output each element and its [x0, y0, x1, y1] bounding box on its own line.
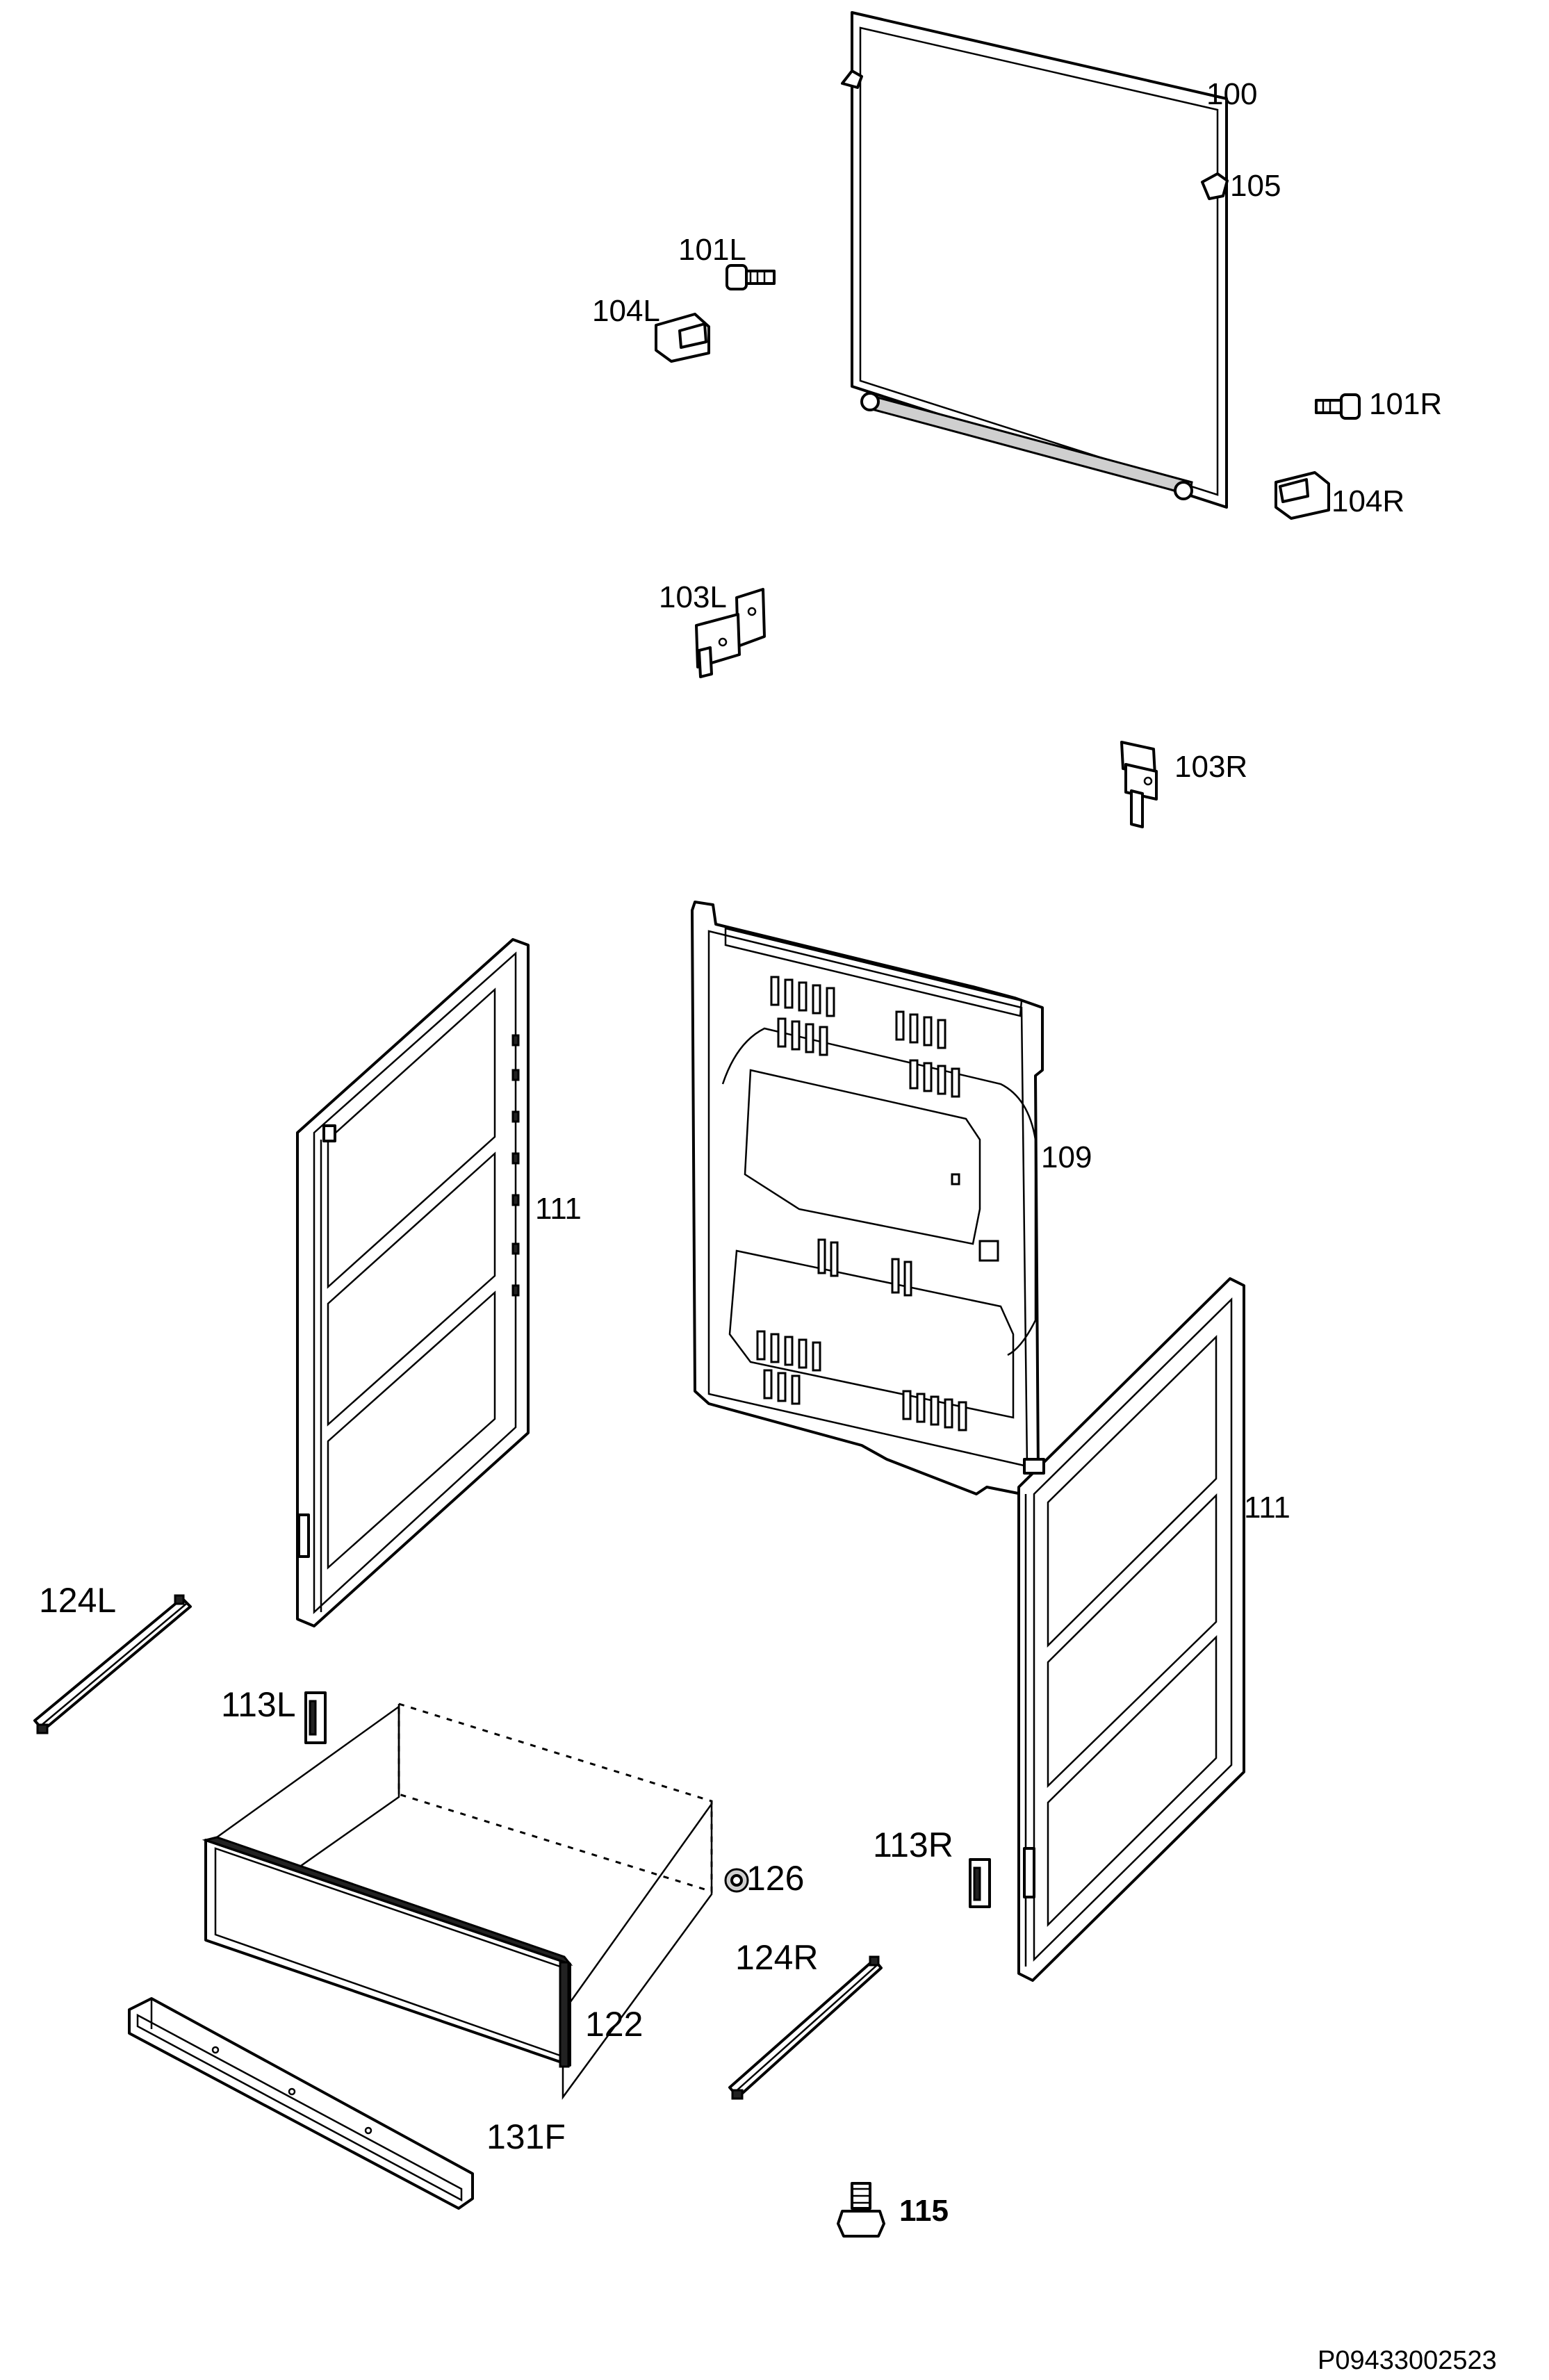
part-100-glass-panel	[841, 11, 1228, 509]
label-131F: 131F	[486, 2117, 566, 2156]
part-124L-drawer-runner	[33, 1594, 192, 1734]
diagram-reference-number: P09433002523	[1318, 2346, 1497, 2375]
label-105: 105	[1230, 169, 1281, 203]
label-104R: 104R	[1331, 484, 1405, 518]
back-panel-upper-vents	[770, 976, 960, 1098]
label-104L: 104L	[592, 294, 660, 328]
part-115-adjustable-foot	[837, 2182, 885, 2238]
label-109: 109	[1041, 1140, 1092, 1174]
part-109-back-panel	[691, 901, 1044, 1495]
label-113R: 113R	[873, 1825, 953, 1864]
part-111-left-side-panel	[296, 938, 530, 1627]
label-101R: 101R	[1369, 387, 1443, 421]
label-103L: 103L	[659, 580, 727, 614]
label-113L: 113L	[221, 1685, 296, 1724]
part-103L-bracket	[695, 588, 766, 678]
part-103R-bracket	[1120, 741, 1158, 828]
label-124L: 124L	[39, 1581, 117, 1620]
part-126-roller	[724, 1868, 749, 1893]
label-115: 115	[899, 2194, 949, 2228]
part-105-clip	[1201, 172, 1229, 200]
left-panel-holes	[511, 1034, 520, 1297]
label-111-right: 111	[1244, 1491, 1290, 1525]
label-103R: 103R	[1174, 750, 1248, 784]
label-101L: 101L	[678, 233, 746, 267]
part-104L-hinge-block	[655, 313, 710, 363]
part-101L-hinge-pin	[726, 264, 776, 290]
part-124R-drawer-runner	[728, 1955, 883, 2100]
part-122-drawer	[202, 1702, 713, 2100]
part-113R-guide	[969, 1858, 991, 1908]
part-101R-hinge-pin	[1315, 393, 1361, 420]
label-100: 100	[1206, 77, 1258, 111]
part-113L-guide	[304, 1691, 327, 1744]
label-126: 126	[746, 1859, 805, 1898]
part-131F-plinth	[128, 1997, 474, 2210]
label-111-left: 111	[535, 1192, 582, 1226]
back-panel-middle-vents	[817, 1173, 999, 1297]
label-124R: 124R	[735, 1938, 819, 1977]
label-122: 122	[585, 2005, 644, 2044]
part-111-right-side-panel	[1017, 1277, 1245, 1982]
part-104R-hinge-block	[1275, 471, 1330, 520]
back-panel-lower-vents	[756, 1330, 967, 1431]
